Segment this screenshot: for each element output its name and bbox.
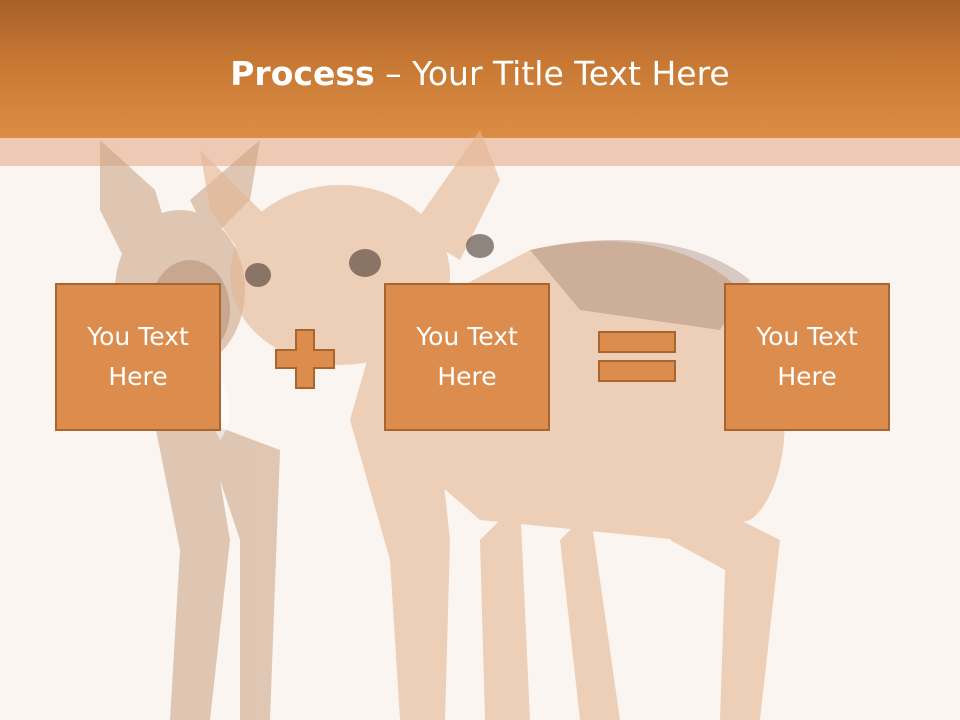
slide-title-bold: Process — [230, 54, 375, 93]
process-box-1[interactable]: You Text Here — [55, 283, 221, 431]
slide-title-rest: – Your Title Text Here — [374, 54, 730, 93]
title-bar — [0, 0, 960, 138]
plus-icon — [275, 329, 335, 389]
process-box-3[interactable]: You Text Here — [724, 283, 890, 431]
process-box-2[interactable]: You Text Here — [384, 283, 550, 431]
equals-icon — [598, 331, 676, 382]
slide-title: Process – Your Title Text Here — [0, 52, 960, 96]
